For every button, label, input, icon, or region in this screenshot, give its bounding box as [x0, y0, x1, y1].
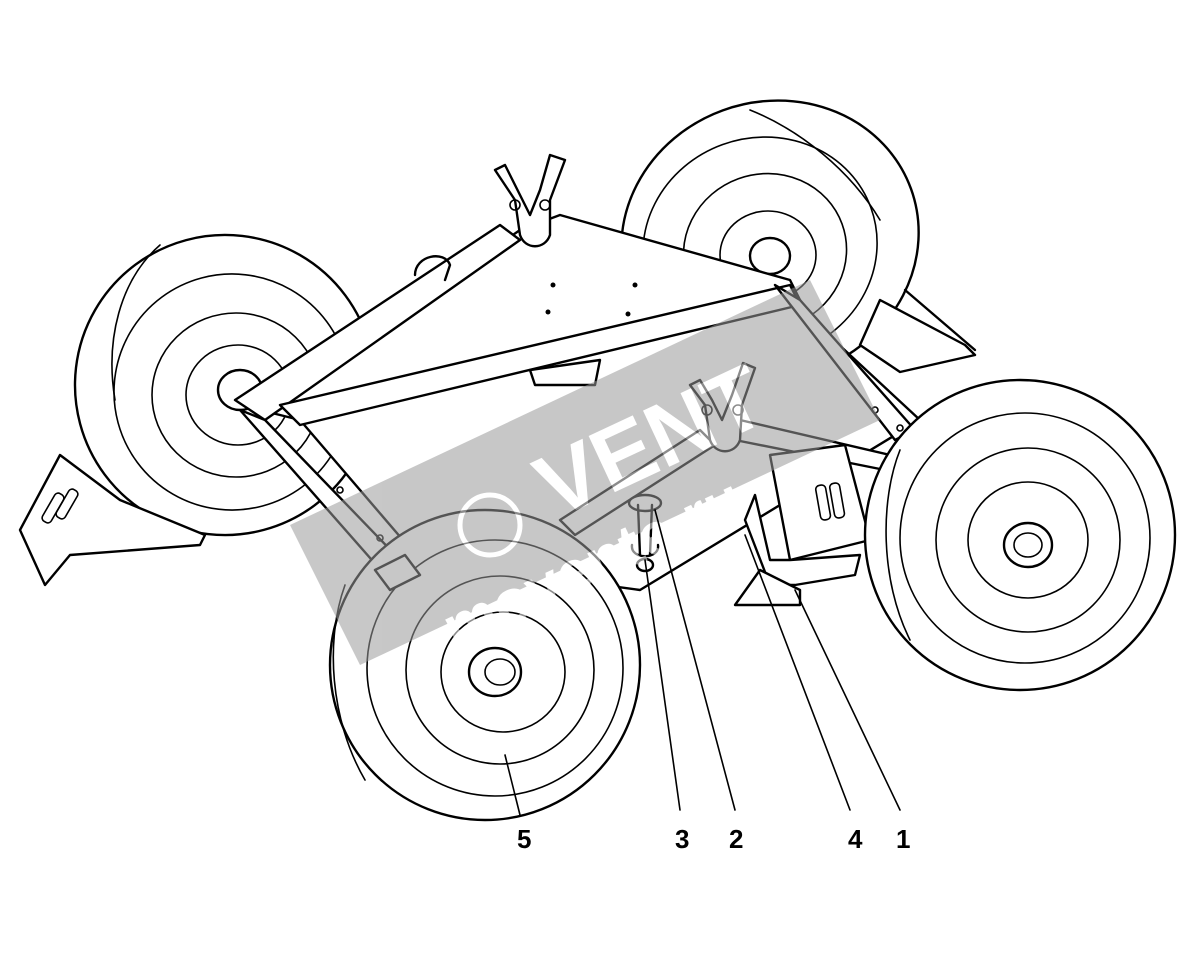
- callout-leaders: [504, 509, 901, 816]
- watermark-band: [290, 280, 880, 665]
- callout-3: 3: [675, 824, 689, 854]
- wheel-chock-back-right: [858, 288, 977, 374]
- side-ring-bracket: [413, 255, 452, 282]
- callout-2: 2: [729, 824, 743, 854]
- leader-2: [654, 509, 736, 811]
- callout-5: 5: [517, 824, 531, 854]
- leader-3: [644, 559, 681, 811]
- leader-5: [504, 754, 521, 816]
- leader-4: [744, 534, 851, 811]
- callout-4: 4: [848, 824, 863, 854]
- wheel-chock-left: [18, 453, 207, 587]
- callout-1: 1: [896, 824, 910, 854]
- stored-wheel-chock: [733, 443, 872, 607]
- watermark-logo-icon: [457, 492, 523, 558]
- callout-labels: 5 3 2 4 1: [517, 824, 910, 854]
- u-bracket-top: [493, 153, 567, 248]
- wheel-front-right: [863, 378, 1177, 692]
- leader-1: [794, 589, 901, 811]
